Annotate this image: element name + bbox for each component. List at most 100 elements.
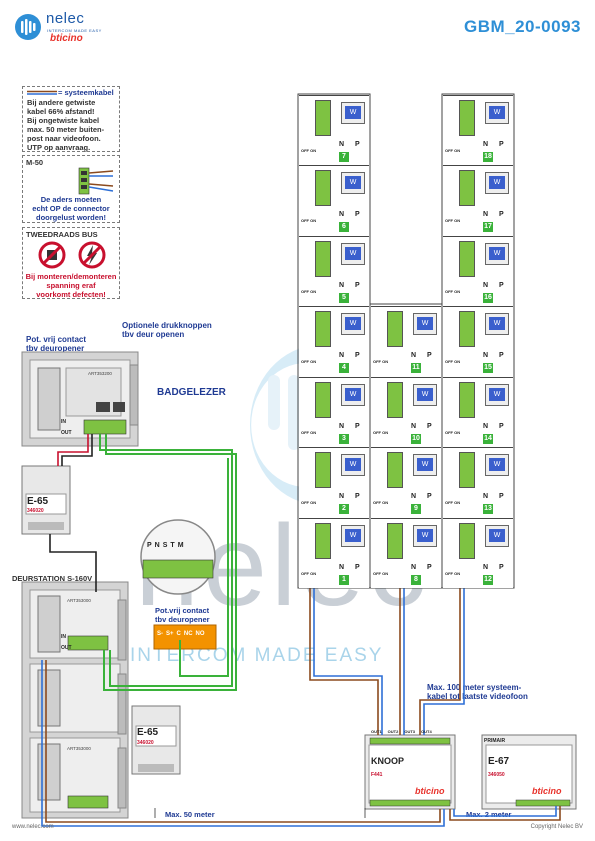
e67-brand: bticino bbox=[532, 786, 562, 796]
note-cable-line: max. 50 meter buiten- bbox=[27, 125, 105, 134]
e67-code: 346050 bbox=[488, 772, 505, 778]
videophone-cell: W OFF ON N P 8 bbox=[371, 517, 441, 588]
cell-number: 5 bbox=[342, 293, 346, 301]
videophone-bracket bbox=[315, 381, 331, 418]
knoop-name: KNOOP bbox=[371, 756, 405, 766]
max2-label: Max. 2 meter bbox=[466, 810, 512, 819]
cell-number-badge bbox=[483, 151, 493, 162]
cell-number: 15 bbox=[484, 364, 492, 371]
videophone-bracket bbox=[459, 381, 475, 418]
relay-pin: NC bbox=[183, 631, 193, 637]
connector-zoom bbox=[140, 519, 216, 595]
station2-art-code: ART353000 bbox=[67, 746, 91, 751]
cell-number-badge bbox=[339, 504, 349, 514]
videophone-screen: W bbox=[341, 383, 365, 406]
cell-number-badge bbox=[339, 433, 349, 444]
videophone-bracket bbox=[459, 452, 475, 488]
psu1-name: E-65 bbox=[27, 496, 49, 507]
videophone-cell: W OFF ON N P 6 bbox=[299, 165, 369, 236]
cell-n: N bbox=[339, 422, 345, 430]
cell-number-badge bbox=[483, 433, 493, 444]
cell-number-badge bbox=[483, 292, 493, 303]
cell-number: 16 bbox=[484, 293, 492, 301]
switch-label: OFF ON bbox=[445, 359, 461, 364]
cell-number: 3 bbox=[342, 434, 346, 442]
videophone-bracket bbox=[387, 311, 403, 347]
switch-label: OFF ON bbox=[373, 359, 389, 364]
videophone-cell: W OFF ON N P 14 bbox=[443, 376, 513, 447]
cell-number-badge bbox=[411, 363, 421, 373]
screen-icon: W bbox=[345, 105, 361, 119]
videophone-cell: W OFF ON N P 18 bbox=[443, 94, 513, 165]
videophone-screen: W bbox=[485, 101, 509, 124]
videophone-screen: W bbox=[485, 524, 509, 547]
knoop-out: OUT1 bbox=[371, 729, 382, 734]
switch-label: OFF ON bbox=[445, 570, 461, 576]
videophone-cell: W OFF ON N P 12 bbox=[443, 517, 513, 588]
videophone-bracket bbox=[315, 240, 331, 277]
screen-icon: W bbox=[345, 528, 361, 542]
brand-sub: bticino bbox=[50, 33, 83, 44]
note-bus: TWEEDRAADS BUS Bij monteren/demonteren s… bbox=[22, 227, 120, 299]
cell-p: P bbox=[355, 352, 360, 359]
psu2-name: E-65 bbox=[137, 727, 159, 738]
cell-number: 6 bbox=[342, 223, 346, 230]
switch-label: OFF ON bbox=[301, 147, 317, 153]
cell-number-badge bbox=[339, 363, 349, 373]
psu-wires bbox=[49, 434, 97, 592]
note-cable-line: post naar videofoon. bbox=[27, 134, 101, 143]
note-cable-line: Bij ongetwiste kabel bbox=[27, 116, 100, 125]
cell-number-badge bbox=[339, 222, 349, 232]
cell-n: N bbox=[411, 493, 417, 500]
cell-p: P bbox=[355, 281, 360, 289]
videophone-bracket bbox=[387, 381, 403, 418]
videophone-bracket bbox=[315, 311, 331, 347]
videophone-cell: W OFF ON N P 5 bbox=[299, 235, 369, 306]
cell-n: N bbox=[411, 563, 417, 571]
cell-n: N bbox=[339, 352, 345, 359]
pot-contact-label: tbv deuropener bbox=[26, 344, 85, 353]
videophone-bracket bbox=[315, 99, 331, 136]
videophone-screen: W bbox=[485, 454, 509, 476]
distance-markers bbox=[154, 808, 366, 818]
cell-number-badge bbox=[411, 574, 421, 585]
pot-contact2-label: Pot.vrij contact bbox=[155, 606, 210, 615]
pot-contact-label: Pot. vrij contact bbox=[26, 335, 87, 344]
cell-number: 14 bbox=[484, 434, 492, 442]
videophone-cell: W OFF ON N P 16 bbox=[443, 235, 513, 306]
badge-reader-panel bbox=[21, 351, 139, 447]
cell-p: P bbox=[355, 422, 360, 430]
videophone-cell: W OFF ON N P 4 bbox=[299, 306, 369, 377]
videophone-cell: W OFF ON N P 11 bbox=[371, 306, 441, 377]
e67-primair: PRIMAIR bbox=[484, 738, 506, 744]
videophone-screen: W bbox=[485, 383, 509, 406]
cell-number-badge bbox=[411, 504, 421, 514]
badge-label: BADGELEZER bbox=[157, 387, 226, 398]
switch-label: OFF ON bbox=[373, 570, 389, 576]
document-id: GBM_20-0093 bbox=[463, 17, 581, 36]
switch-label: OFF ON bbox=[301, 288, 317, 294]
screen-icon: W bbox=[489, 458, 505, 471]
cell-number: 18 bbox=[484, 152, 492, 160]
knoop-out: OUT2 bbox=[387, 729, 399, 734]
note-m50: M-50 De aders moeten echt OP de connecto… bbox=[22, 155, 120, 223]
cell-n: N bbox=[483, 211, 489, 218]
e67-name: E-67 bbox=[488, 756, 510, 767]
videophone-cell: W OFF ON N P 2 bbox=[299, 447, 369, 518]
switch-label: OFF ON bbox=[445, 500, 461, 505]
connector-pin: T bbox=[170, 542, 175, 549]
videophone-screen: W bbox=[341, 242, 365, 265]
cell-p: P bbox=[355, 563, 360, 571]
note-bus-line: voorkomt defecten! bbox=[36, 290, 106, 299]
videophone-bracket bbox=[387, 522, 403, 559]
knoop-brand: bticino bbox=[415, 786, 445, 796]
relay-pin: C bbox=[176, 631, 181, 637]
footer-website: www.nelec.com bbox=[12, 824, 54, 830]
note-bus-line: spanning eraf bbox=[46, 281, 96, 290]
relay-pin: S- bbox=[157, 631, 163, 637]
cell-p: P bbox=[355, 211, 360, 218]
videophone-screen: W bbox=[413, 313, 437, 335]
station-art-code: ART353000 bbox=[67, 598, 91, 603]
psu-1 bbox=[21, 465, 71, 535]
videophone-cell: W OFF ON N P 15 bbox=[443, 306, 513, 377]
